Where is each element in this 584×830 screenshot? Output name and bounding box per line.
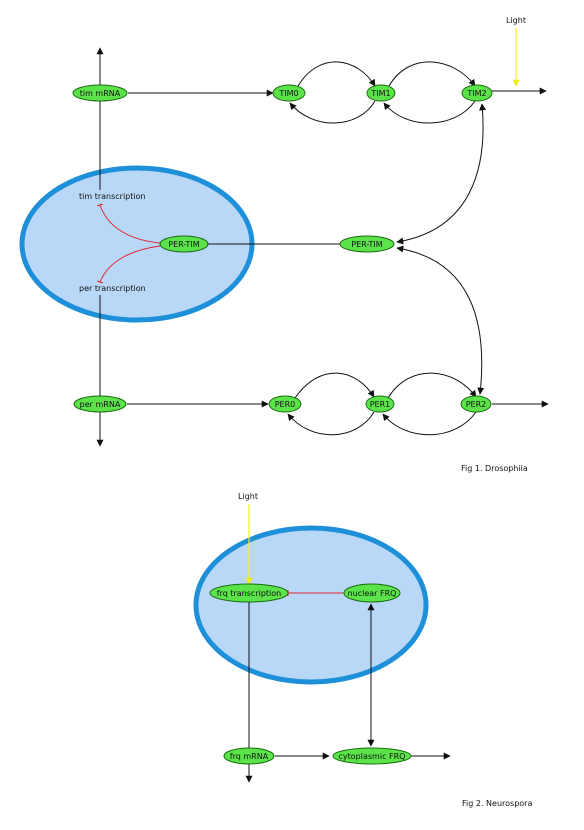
node-frq-mrna-label: frq mRNA: [230, 752, 269, 761]
fig1-light-label: Light: [506, 16, 526, 25]
node-nuclear-frq: nuclear FRQ: [343, 583, 401, 603]
node-per1-label: PER1: [370, 400, 391, 409]
node-per2-label: PER2: [466, 400, 487, 409]
edge-tim1-tim2: [388, 61, 476, 87]
node-cytoplasmic-frq: cytoplasmic FRQ: [332, 747, 412, 765]
edge-tim0-tim1: [297, 61, 376, 87]
node-per-mrna-label: per mRNA: [80, 400, 121, 409]
edge-tim1-tim0: [289, 100, 376, 124]
per-transcription-label: per transcription: [79, 284, 146, 293]
edge-per1-per2: [387, 372, 477, 399]
fig2-light-label: Light: [238, 492, 258, 501]
node-frq-mrna: frq mRNA: [223, 747, 275, 765]
fig2-caption: Fig 2. Neurospora: [462, 799, 532, 808]
node-tim0: TIM0: [272, 84, 306, 102]
node-per0-label: PER0: [275, 400, 296, 409]
node-tim1: TIM1: [366, 84, 396, 102]
node-per-tim-cytoplasmic: PER-TIM: [339, 235, 395, 253]
fig2-neurospora: frq transcription nuclear FRQ frq mRNA c…: [193, 492, 532, 808]
edge-pertim-per2: [396, 245, 485, 395]
edge-tim2-pertim: [396, 103, 487, 245]
edge-per0-per1: [294, 372, 375, 399]
fig2-nucleus: [193, 525, 429, 685]
node-per-tim-nuclear-label: PER-TIM: [168, 240, 200, 249]
node-cytoplasmic-frq-label: cytoplasmic FRQ: [339, 752, 406, 761]
node-tim2-label: TIM2: [466, 89, 486, 98]
fig1-drosophila: tim mRNA TIM0 TIM1 TIM2 PER-TIM PER-TIM …: [19, 16, 549, 473]
node-per-tim-nuclear: PER-TIM: [159, 235, 209, 253]
node-nuclear-frq-label: nuclear FRQ: [348, 589, 397, 598]
tim-transcription-label: tim transcription: [79, 192, 146, 201]
fig1-caption: Fig 1. Drosophila: [461, 464, 528, 473]
inhibit-per-transcription: [96, 245, 161, 284]
node-tim2: TIM2: [461, 84, 493, 102]
node-per-mrna: per mRNA: [73, 395, 127, 413]
node-per1: PER1: [365, 395, 395, 413]
edge-tim2-tim1: [383, 100, 476, 124]
node-frq-transcription: frq transcription: [209, 583, 289, 603]
node-tim1-label: TIM1: [370, 89, 390, 98]
node-tim-mrna-label: tim mRNA: [80, 89, 121, 98]
edge-per2-per1: [382, 411, 477, 436]
edge-per1-per0: [287, 411, 375, 436]
node-tim-mrna: tim mRNA: [72, 84, 128, 102]
node-per-tim-cytoplasmic-label: PER-TIM: [351, 240, 383, 249]
node-per0: PER0: [268, 395, 302, 413]
node-frq-transcription-label: frq transcription: [217, 589, 281, 598]
node-per2: PER2: [460, 395, 492, 413]
node-tim0-label: TIM0: [278, 89, 298, 98]
inhibit-tim-transcription: [96, 203, 161, 244]
